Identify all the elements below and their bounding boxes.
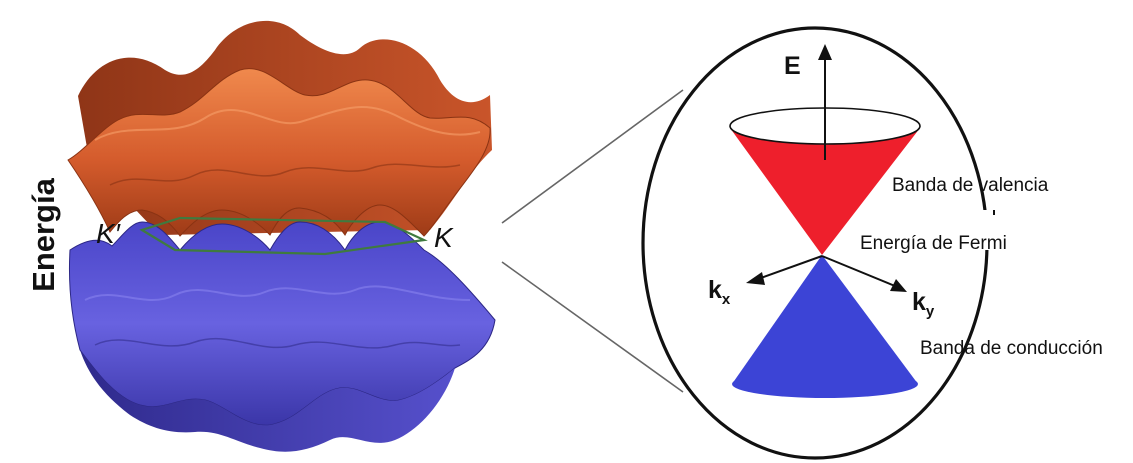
ellipse-gap	[975, 210, 995, 250]
kx-axis-label-base: k	[708, 276, 722, 304]
zoom-line-top	[501, 89, 684, 224]
upper-band-ridge-2	[109, 163, 461, 186]
lower-cone-rim	[732, 370, 918, 398]
energy-axis-title: Energía	[14, 150, 74, 320]
ky-axis-label: ky	[912, 288, 935, 320]
band-surface-plot	[67, 20, 496, 452]
lower-cone	[732, 255, 918, 384]
lower-band-ridge-2	[94, 337, 461, 349]
upper-band-ridge	[94, 106, 481, 141]
energy-axis-title-text: Energía	[26, 178, 61, 292]
kx-axis-label-sub: x	[721, 291, 731, 308]
zoom-line-bottom	[501, 261, 684, 393]
brillouin-zone-hexagon	[139, 216, 428, 256]
conduction-band-label: Banda de conducción	[920, 338, 1103, 359]
ky-axis-arrow	[890, 279, 907, 292]
upper-cone	[730, 128, 920, 255]
ky-axis-label-base: k	[912, 288, 926, 316]
kx-axis-line	[757, 255, 823, 280]
lower-band-skirt	[80, 350, 455, 452]
ky-axis-line	[821, 255, 896, 287]
fermi-energy-label: Energía de Fermi	[860, 233, 1007, 254]
kx-axis-arrow	[746, 272, 765, 285]
kx-axis-label: kx	[708, 276, 731, 308]
valence-band-label: Banda de valencia	[892, 175, 1049, 196]
dirac-cone-inset	[641, 26, 995, 460]
lower-band-ridge	[84, 285, 471, 301]
k-point-label: K	[434, 222, 453, 253]
ky-axis-label-sub: y	[925, 303, 935, 320]
k-prime-point-label: K′	[96, 218, 120, 249]
energy-axis-arrow	[818, 44, 832, 60]
cone-energy-axis-label: E	[784, 52, 801, 80]
